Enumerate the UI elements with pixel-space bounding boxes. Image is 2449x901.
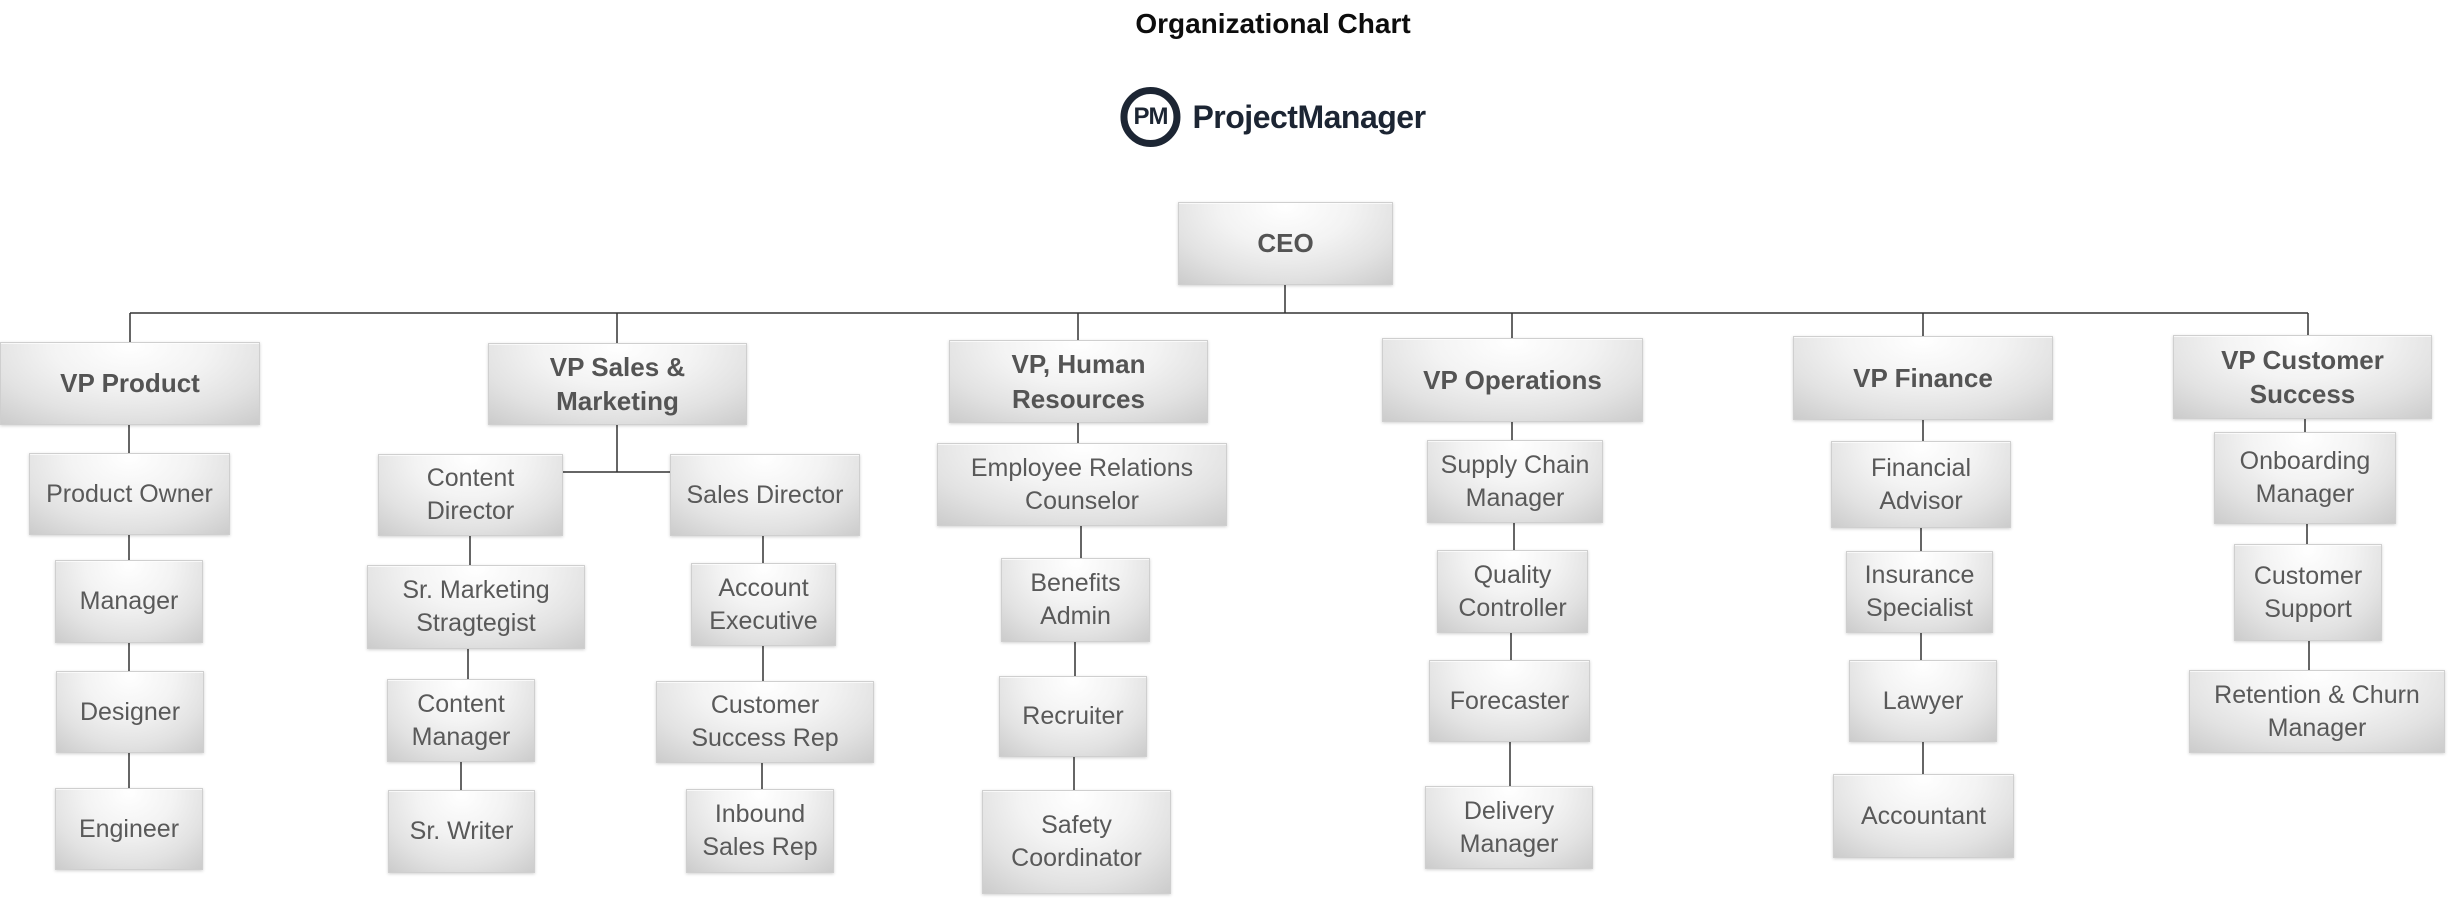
node-benefits-admin: Benefits Admin bbox=[1001, 558, 1150, 642]
node-content-director: Content Director bbox=[378, 454, 563, 536]
node-label: Quality Controller bbox=[1458, 560, 1567, 622]
node-label: VP Finance bbox=[1853, 362, 1993, 393]
node-label: Account Executive bbox=[709, 573, 818, 635]
node-label: Retention & Churn Manager bbox=[2214, 680, 2420, 742]
node-customer-success-rep: Customer Success Rep bbox=[656, 681, 874, 763]
node-sales-director: Sales Director bbox=[670, 454, 860, 536]
node-financial-advisor: Financial Advisor bbox=[1831, 441, 2011, 528]
pm-monogram-icon: PM bbox=[1120, 87, 1181, 147]
node-label: CEO bbox=[1257, 228, 1314, 259]
node-vp-customer-success: VP Customer Success bbox=[2173, 335, 2432, 419]
node-label: VP, Human Resources bbox=[1011, 349, 1146, 414]
node-label: Manager bbox=[79, 587, 179, 615]
node-label: VP Customer Success bbox=[2221, 344, 2384, 409]
node-ceo: CEO bbox=[1178, 202, 1393, 285]
node-sr-writer: Sr. Writer bbox=[388, 790, 535, 873]
node-designer: Designer bbox=[56, 671, 204, 753]
node-label: Lawyer bbox=[1882, 686, 1964, 715]
node-account-executive: Account Executive bbox=[691, 563, 836, 646]
node-label: VP Sales & Marketing bbox=[549, 351, 686, 416]
node-label: Content Director bbox=[426, 464, 515, 525]
node-label: Sales Director bbox=[686, 480, 844, 509]
node-insurance-specialist: Insurance Specialist bbox=[1846, 551, 1993, 633]
node-delivery-manager: Delivery Manager bbox=[1425, 786, 1593, 869]
node-label: Recruiter bbox=[1022, 702, 1124, 730]
node-lawyer: Lawyer bbox=[1849, 660, 1997, 742]
node-vp-operations: VP Operations bbox=[1382, 338, 1643, 422]
node-customer-support: Customer Support bbox=[2234, 544, 2382, 641]
node-employee-relations-counselor: Employee Relations Counselor bbox=[937, 443, 1227, 526]
node-label: Customer Success Rep bbox=[691, 691, 839, 752]
node-label: Forecaster bbox=[1449, 686, 1570, 715]
node-label: Onboarding Manager bbox=[2239, 447, 2371, 508]
node-label: Insurance Specialist bbox=[1864, 561, 1975, 622]
brand-name: ProjectManager bbox=[1192, 98, 1426, 135]
node-engineer: Engineer bbox=[55, 788, 203, 870]
node-product-owner: Product Owner bbox=[29, 453, 230, 535]
node-inbound-sales-rep: Inbound Sales Rep bbox=[686, 789, 834, 873]
node-accountant: Accountant bbox=[1833, 774, 2014, 858]
node-label: Accountant bbox=[1860, 801, 1987, 830]
node-label: Engineer bbox=[78, 814, 180, 843]
node-label: Content Manager bbox=[411, 689, 511, 751]
node-label: Benefits Admin bbox=[1030, 569, 1121, 630]
node-supply-chain-manager: Supply Chain Manager bbox=[1427, 440, 1603, 523]
node-label: Employee Relations Counselor bbox=[970, 453, 1194, 515]
page-title: Organizational Chart bbox=[1135, 8, 1411, 39]
node-recruiter: Recruiter bbox=[999, 676, 1147, 757]
node-label: Safety Coordinator bbox=[1011, 811, 1142, 872]
node-sr-marketing-strategist: Sr. Marketing Stragtegist bbox=[367, 565, 585, 649]
node-manager: Manager bbox=[55, 560, 203, 643]
node-forecaster: Forecaster bbox=[1429, 660, 1590, 742]
node-label: Delivery Manager bbox=[1459, 796, 1559, 858]
node-label: VP Product bbox=[60, 368, 200, 399]
node-safety-coordinator: Safety Coordinator bbox=[982, 790, 1171, 894]
node-vp-product: VP Product bbox=[0, 342, 260, 425]
projectmanager-logo: PM ProjectManager bbox=[1120, 87, 1426, 147]
node-retention-churn-manager: Retention & Churn Manager bbox=[2189, 670, 2445, 753]
node-label: Supply Chain Manager bbox=[1440, 450, 1590, 512]
node-vp-human-resources: VP, Human Resources bbox=[949, 340, 1208, 423]
node-label: VP Operations bbox=[1423, 364, 1602, 395]
node-vp-finance: VP Finance bbox=[1793, 336, 2053, 420]
node-label: Sr. Writer bbox=[409, 817, 514, 845]
node-vp-sales-marketing: VP Sales & Marketing bbox=[488, 343, 747, 425]
node-label: Product Owner bbox=[46, 479, 213, 508]
node-onboarding-manager: Onboarding Manager bbox=[2214, 432, 2396, 524]
node-label: Financial Advisor bbox=[1870, 453, 1972, 515]
node-content-manager: Content Manager bbox=[387, 679, 535, 762]
node-label: Customer Support bbox=[2253, 561, 2363, 623]
node-label: Sr. Marketing Stragtegist bbox=[402, 576, 550, 637]
node-label: Designer bbox=[79, 697, 181, 726]
node-label: Inbound Sales Rep bbox=[702, 800, 818, 861]
node-quality-controller: Quality Controller bbox=[1437, 550, 1588, 633]
